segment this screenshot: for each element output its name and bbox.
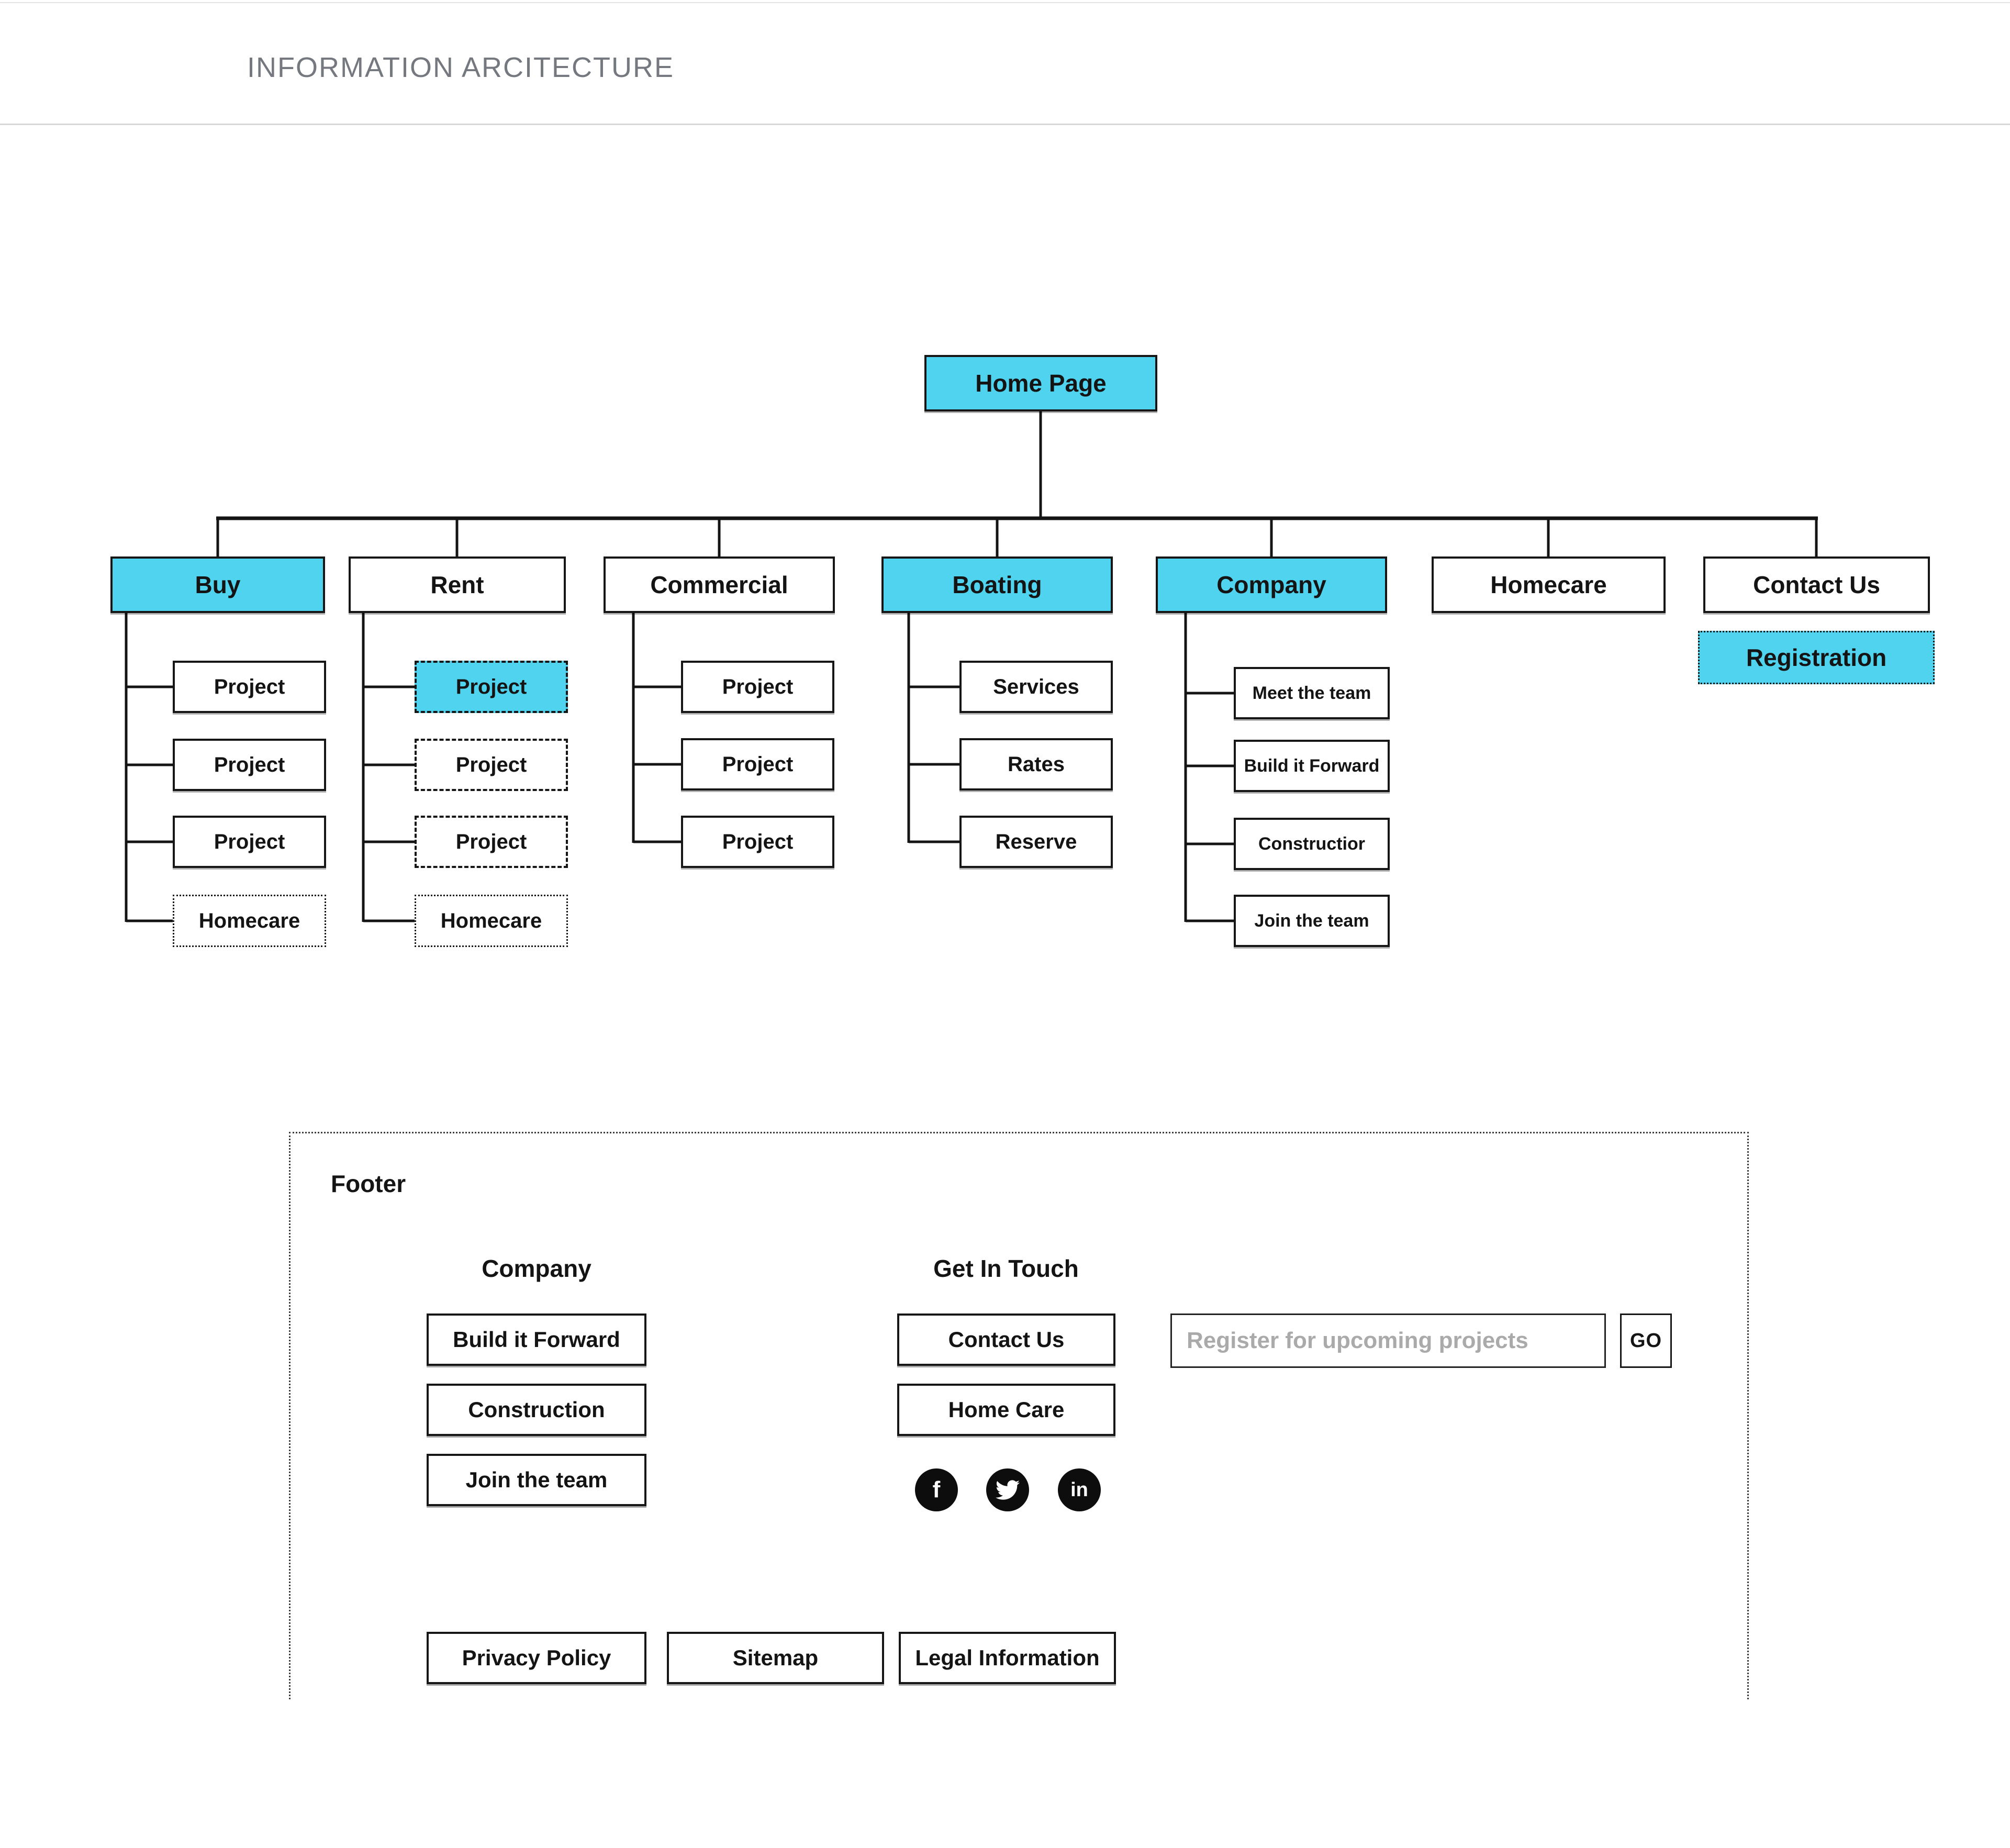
footer-get-in-touch-heading: Get In Touch xyxy=(933,1255,1079,1282)
footer-build-it-forward-button[interactable]: Build it Forward xyxy=(427,1313,646,1366)
node-commercial[interactable]: Commercial xyxy=(604,556,835,613)
node-buy-project-3[interactable]: Project xyxy=(173,816,326,868)
facebook-icon[interactable]: f xyxy=(915,1468,958,1511)
footer-construction-button[interactable]: Construction xyxy=(427,1384,646,1436)
footer-home-care-button[interactable]: Home Care xyxy=(897,1384,1115,1436)
footer-sitemap-button[interactable]: Sitemap xyxy=(667,1632,884,1684)
footer-container xyxy=(289,1132,1749,1699)
node-company[interactable]: Company xyxy=(1156,556,1387,613)
node-commercial-project-1[interactable]: Project xyxy=(681,661,834,713)
page-title: INFORMATION ARCITECTURE xyxy=(247,52,675,83)
node-homecare[interactable]: Homecare xyxy=(1432,556,1666,613)
top-divider xyxy=(0,2,2010,3)
register-input[interactable] xyxy=(1170,1313,1606,1368)
footer-label: Footer xyxy=(331,1170,406,1197)
node-commercial-project-2[interactable]: Project xyxy=(681,738,834,791)
twitter-bird-glyph xyxy=(996,1480,1020,1500)
node-rent-project-1[interactable]: Project xyxy=(415,661,568,713)
node-rent-homecare[interactable]: Homecare xyxy=(415,895,568,947)
node-rent[interactable]: Rent xyxy=(349,556,566,613)
node-buy-project-2[interactable]: Project xyxy=(173,739,326,791)
node-company-meet-the-team[interactable]: Meet the team xyxy=(1234,667,1390,719)
node-boating-services[interactable]: Services xyxy=(959,661,1113,713)
node-boating-reserve[interactable]: Reserve xyxy=(959,816,1113,868)
go-button[interactable]: GO xyxy=(1620,1313,1672,1368)
node-buy[interactable]: Buy xyxy=(110,556,325,613)
node-boating[interactable]: Boating xyxy=(881,556,1113,613)
header-divider xyxy=(0,124,2010,125)
node-rent-project-2[interactable]: Project xyxy=(415,739,568,791)
footer-company-heading: Company xyxy=(482,1255,591,1282)
footer-join-the-team-button[interactable]: Join the team xyxy=(427,1454,646,1506)
node-commercial-project-3[interactable]: Project xyxy=(681,816,834,868)
node-company-join-the-team[interactable]: Join the team xyxy=(1234,895,1390,947)
footer-legal-information-button[interactable]: Legal Information xyxy=(899,1632,1116,1684)
node-contact-us[interactable]: Contact Us xyxy=(1703,556,1930,613)
node-company-construction[interactable]: Constructior xyxy=(1234,818,1390,870)
node-buy-project-1[interactable]: Project xyxy=(173,661,326,713)
facebook-glyph: f xyxy=(932,1477,941,1502)
node-registration[interactable]: Registration xyxy=(1698,631,1935,684)
node-buy-homecare[interactable]: Homecare xyxy=(173,895,326,947)
footer-contact-us-button[interactable]: Contact Us xyxy=(897,1313,1115,1366)
node-company-build-it-forward[interactable]: Build it Forward xyxy=(1234,740,1390,792)
linkedin-icon[interactable]: in xyxy=(1058,1468,1101,1511)
node-home-page[interactable]: Home Page xyxy=(924,355,1157,411)
footer-privacy-policy-button[interactable]: Privacy Policy xyxy=(427,1632,646,1684)
twitter-icon[interactable] xyxy=(986,1468,1029,1511)
linkedin-glyph: in xyxy=(1070,1478,1088,1501)
node-rent-project-3[interactable]: Project xyxy=(415,816,568,868)
node-boating-rates[interactable]: Rates xyxy=(959,738,1113,791)
